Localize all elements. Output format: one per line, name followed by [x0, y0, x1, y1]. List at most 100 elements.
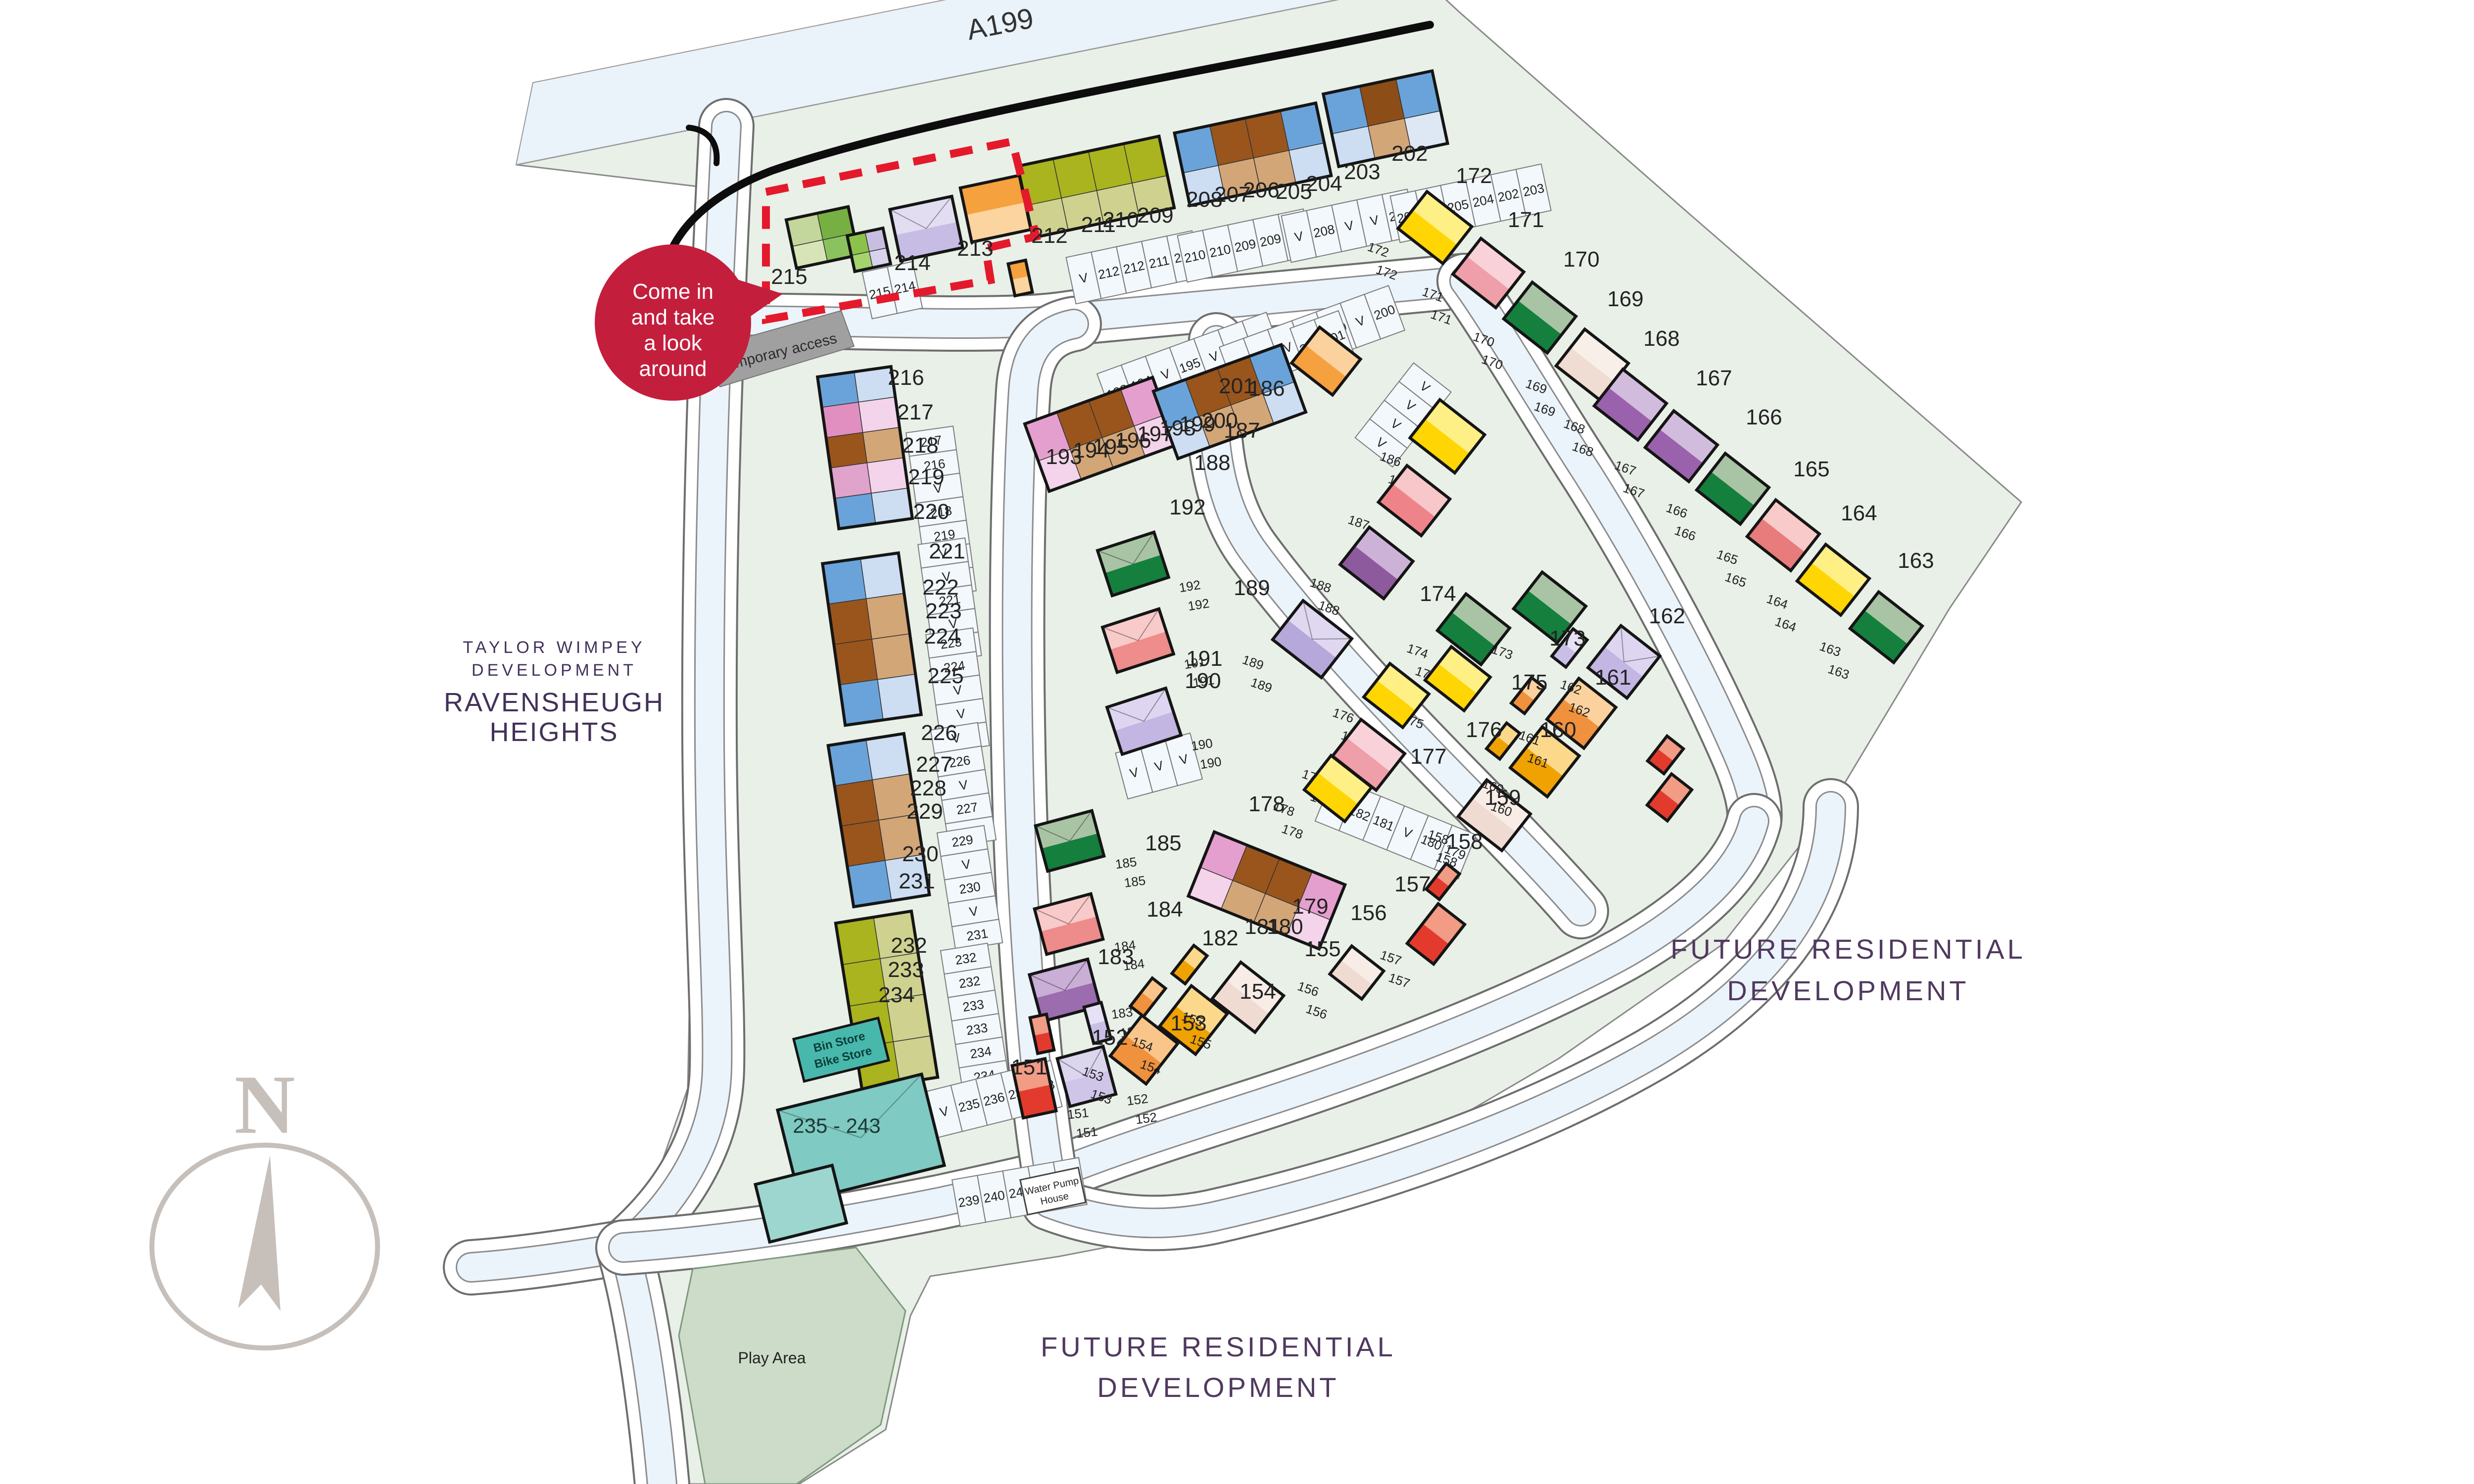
- apartments-wing: [753, 1163, 849, 1244]
- house-roof-light: [1423, 903, 1465, 944]
- plot-label-196: 196: [1115, 428, 1151, 453]
- plot-label-162: 162: [1649, 604, 1685, 628]
- parking-space-label: V: [961, 856, 972, 872]
- house: [1128, 975, 1168, 1019]
- house-roof-light: [1864, 592, 1923, 645]
- house-roof-dark: [1453, 256, 1510, 308]
- parking-space-label: V: [951, 730, 961, 746]
- house-outline: [1694, 451, 1771, 526]
- house-outline: [1484, 721, 1522, 761]
- plot-label-193: 193: [1046, 445, 1082, 469]
- play-area: [678, 1247, 906, 1484]
- apartments-roof-line: [777, 1073, 922, 1139]
- plot-label-157: 157: [1394, 872, 1430, 896]
- plot-label-171: 171: [1508, 208, 1544, 232]
- plot-label-181: 181: [1244, 915, 1281, 939]
- house-outline: [1128, 975, 1168, 1019]
- terrace-outline: [826, 732, 931, 909]
- house-outline: [1033, 892, 1105, 956]
- terrace-unit: [860, 552, 905, 600]
- plot-label-189: 189: [1234, 576, 1270, 600]
- house-outline: [1055, 1044, 1118, 1109]
- parking-space-label: 232: [954, 950, 978, 968]
- plot-label-207: 207: [1214, 183, 1250, 207]
- apartments-235-243: [753, 1072, 947, 1244]
- house-outline: [1396, 189, 1474, 266]
- parking-space-label: V: [933, 480, 944, 496]
- plot-label-221: 221: [929, 539, 965, 563]
- plot-label-161: 161: [1595, 665, 1631, 690]
- house-173: [1511, 570, 1588, 645]
- driveway-label: 152: [1126, 1091, 1149, 1108]
- house-175: [1423, 645, 1493, 713]
- house-outline: [1328, 944, 1386, 1001]
- parking-strip: V212212211211: [1065, 230, 1203, 305]
- plot-label-197: 197: [1137, 422, 1173, 446]
- driveway-label: 190: [1190, 736, 1214, 753]
- plot-label-163: 163: [1898, 549, 1934, 573]
- plot-label-191: 191: [1186, 647, 1222, 671]
- house-roof-dark: [1340, 546, 1399, 599]
- parking-space-label: V: [1343, 218, 1355, 234]
- plot-label-220: 220: [913, 500, 949, 524]
- house-roof-light: [1392, 465, 1450, 517]
- developer-label-2: DEVELOPMENT: [472, 661, 637, 680]
- house-roof-dark: [1104, 555, 1169, 596]
- parking-space-label: V: [938, 545, 949, 561]
- house-176: [1361, 661, 1431, 730]
- house-roof-dark: [1272, 620, 1337, 678]
- plot-label-227: 227: [916, 752, 952, 777]
- house: [1082, 1000, 1113, 1046]
- house-158: [1456, 778, 1533, 853]
- parking-space-label: 233: [965, 1020, 989, 1038]
- parking-space-label: 227: [955, 799, 979, 817]
- terrace-unit: [862, 427, 904, 464]
- driveway-label: 185: [1123, 873, 1146, 890]
- house-167: [1643, 409, 1720, 484]
- sales-bubble-text: around: [639, 357, 707, 381]
- parking-space-label: V: [1369, 212, 1380, 229]
- parking-space-label: 229: [951, 832, 974, 850]
- plot-label-154: 154: [1239, 979, 1276, 1004]
- house-outline: [1509, 675, 1547, 716]
- plot-label-170: 170: [1563, 247, 1599, 272]
- plot-label-166: 166: [1746, 405, 1782, 429]
- house-outline: [1848, 590, 1925, 665]
- terrace-outline: [784, 205, 860, 270]
- house-roof-dark: [1556, 347, 1615, 400]
- terrace-220-225: [820, 551, 923, 727]
- terrace-unit: [865, 593, 910, 640]
- plot-label-176: 176: [1466, 718, 1502, 742]
- house-163: [1848, 590, 1925, 665]
- house-gable-line: [1035, 810, 1093, 842]
- parking-space-label: V: [955, 705, 966, 721]
- plot-label-205: 205: [1276, 180, 1312, 204]
- house-roof-light: [1102, 608, 1167, 650]
- sales-area-boundary: [762, 137, 1041, 325]
- house-165: [1745, 498, 1822, 573]
- house-roof-dark: [1458, 798, 1517, 851]
- apartments-label: 235 - 243: [793, 1114, 880, 1137]
- boundary-wall-stub: [686, 125, 720, 166]
- house: [1170, 943, 1209, 986]
- plot-label-175: 175: [1511, 670, 1547, 695]
- plot-label-195: 195: [1093, 435, 1129, 459]
- house-roof-light: [1518, 282, 1576, 335]
- driveway-label: 190: [1199, 754, 1223, 772]
- house-outline: [1338, 525, 1415, 601]
- house-172: [1396, 189, 1474, 266]
- plot-label-202: 202: [1391, 141, 1427, 166]
- house: [1424, 861, 1462, 902]
- play-area-label: Play Area: [738, 1349, 806, 1367]
- plot-label-169: 169: [1607, 287, 1643, 311]
- plot-label-183: 183: [1097, 945, 1134, 969]
- house-outline: [1027, 957, 1102, 1023]
- driveway-label: 185: [1114, 854, 1138, 872]
- house-outline: [1170, 943, 1209, 986]
- driveway-label: 191: [1192, 672, 1216, 690]
- plot-label-234: 234: [878, 983, 914, 1007]
- house-roof-dark: [1510, 747, 1564, 797]
- house-roof-dark: [1330, 960, 1373, 999]
- plot-label-182: 182: [1202, 926, 1238, 950]
